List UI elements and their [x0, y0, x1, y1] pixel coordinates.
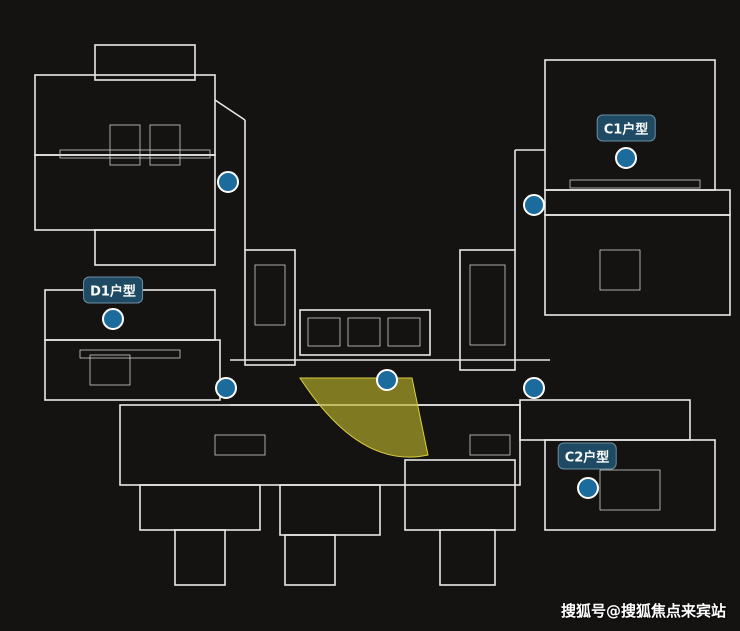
right-wing	[514, 59, 731, 531]
location-marker[interactable]	[577, 477, 599, 499]
unit-label-d1[interactable]: D1户型	[83, 276, 143, 304]
unit-label-c2[interactable]: C2户型	[557, 442, 617, 470]
location-marker[interactable]	[217, 171, 239, 193]
unit-label-c1[interactable]: C1户型	[596, 114, 656, 142]
location-marker[interactable]	[215, 377, 237, 399]
location-marker[interactable]	[376, 369, 398, 391]
location-marker[interactable]	[523, 377, 545, 399]
location-marker[interactable]	[102, 308, 124, 330]
location-marker[interactable]	[615, 147, 637, 169]
view-highlight	[299, 377, 429, 458]
watermark: 搜狐号@搜狐焦点来宾站	[560, 602, 726, 620]
bottom-wing	[119, 404, 521, 586]
location-marker[interactable]	[523, 194, 545, 216]
left-wing	[34, 44, 246, 401]
